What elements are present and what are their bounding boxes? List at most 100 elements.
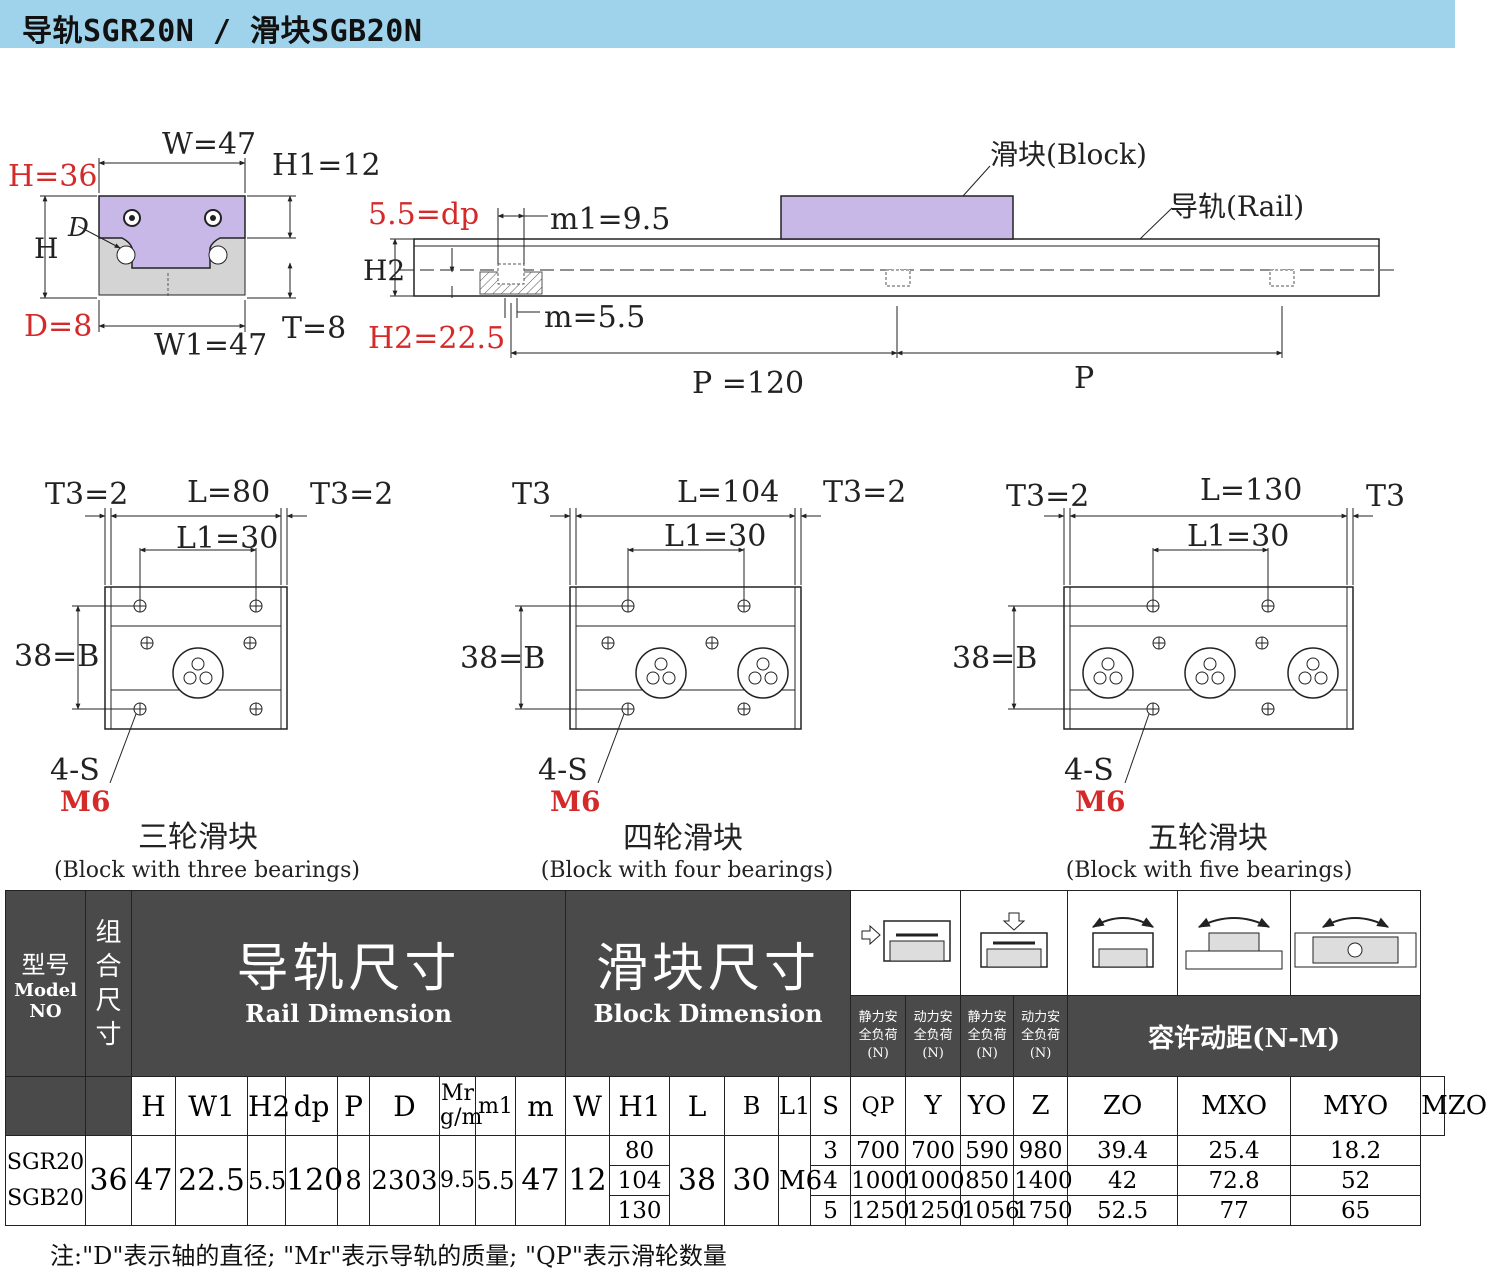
load-label-line: 动力安 — [913, 1010, 953, 1025]
label-H1: H1=12 — [272, 148, 381, 183]
block-dimension-en: Block Dimension — [593, 999, 823, 1028]
moment-icon-my — [1177, 890, 1292, 996]
label-H2: H2=22.5 — [368, 321, 505, 356]
val-H2: 22.5 — [175, 1135, 248, 1226]
col-Mr: Mr g/m — [439, 1076, 482, 1136]
col-YO: YO — [960, 1076, 1015, 1136]
moment-icon-mz — [1290, 890, 1422, 996]
block-name-en: (Block with five bearings) — [1066, 858, 1353, 883]
val-H: 36 — [85, 1135, 132, 1226]
moment-icon-mx — [1067, 890, 1179, 996]
label-S-value: M6 — [550, 785, 600, 818]
col-ZO: ZO — [1067, 1076, 1179, 1136]
label-D: D=8 — [24, 309, 92, 344]
val-D: 8 — [337, 1135, 370, 1226]
load-label-y: 静力安 全负荷 (N) — [850, 995, 907, 1077]
bearing — [1287, 647, 1339, 699]
combo-header-char: 组 — [95, 917, 122, 948]
load-label-line: 全负荷 — [967, 1028, 1007, 1043]
label-T3-right: T3=2 — [823, 475, 906, 510]
label-L1: L1=30 — [1187, 519, 1289, 554]
label-L: L=80 — [187, 475, 270, 510]
col-MYO: MYO — [1290, 1076, 1422, 1136]
val-L1: 30 — [724, 1135, 780, 1226]
block-dimension-header: 滑块尺寸 Block Dimension — [565, 890, 852, 1077]
technical-drawings: H=36 H W=47 H1=12 D D=8 W1=47 T=8 — [8, 127, 1405, 883]
cross-section-view: H=36 H W=47 H1=12 D D=8 W1=47 T=8 — [8, 127, 381, 363]
val-QP: 3 — [810, 1135, 852, 1166]
val-MYO: 77 — [1177, 1195, 1292, 1226]
label-dp-text: 5.5=dp — [368, 197, 479, 232]
val-QP: 5 — [810, 1195, 852, 1226]
val-MYO: 25.4 — [1177, 1135, 1292, 1166]
bearing — [172, 647, 224, 699]
load-label-zo: 动力安 全负荷 (N) — [1013, 995, 1069, 1077]
val-H1: 12 — [565, 1135, 611, 1226]
load-label-z: 静力安 全负荷 (N) — [960, 995, 1015, 1077]
col-Z: Z — [1013, 1076, 1069, 1136]
model-block: SGB20 — [7, 1185, 84, 1211]
label-m: m=5.5 — [544, 300, 645, 335]
label-S-value: M6 — [1075, 785, 1125, 818]
bearing-left — [116, 245, 136, 265]
col-dp: dp — [285, 1076, 338, 1136]
load-label-line: 全负荷 — [1021, 1028, 1061, 1043]
val-Y: 1000 — [850, 1165, 910, 1196]
col-D: D — [369, 1076, 440, 1136]
bearing — [1082, 647, 1134, 699]
label-B: 38=B — [460, 641, 545, 676]
load-label-line: 静力安 — [967, 1010, 1007, 1025]
val-dp: 5.5 — [247, 1135, 286, 1226]
rail-side — [413, 238, 1380, 297]
col-L1: L1 — [778, 1076, 812, 1136]
block-name-en: (Block with three bearings) — [54, 858, 360, 883]
col-m: m — [514, 1076, 567, 1136]
label-W: W=47 — [162, 127, 256, 162]
load-label-yo: 动力安 全负荷 (N) — [905, 995, 962, 1077]
load-label-line: 动力安 — [1021, 1010, 1061, 1025]
col-L: L — [669, 1076, 726, 1136]
label-H-letter: H — [34, 232, 58, 265]
label-T3-left: T3 — [512, 477, 551, 512]
val-S: M6 — [778, 1135, 822, 1226]
val-Z: 1056 — [960, 1195, 1020, 1226]
spec-table: 型号 Model NO 组 合 尺 寸 导轨尺寸 Rail Dimension … — [5, 890, 1487, 1226]
val-Z: 850 — [960, 1165, 1015, 1196]
val-ZO: 1750 — [1013, 1195, 1073, 1226]
col-MXO: MXO — [1177, 1076, 1292, 1136]
label-T3-left: T3=2 — [1006, 479, 1089, 514]
load-label-line: (N) — [976, 1046, 998, 1061]
val-MXO: 39.4 — [1067, 1135, 1179, 1166]
label-H2-letter: H2 — [363, 254, 405, 287]
val-YO: 1250 — [905, 1195, 965, 1226]
bearing — [737, 647, 789, 699]
rail-dimension-cn: 导轨尺寸 — [236, 939, 461, 999]
load-icon-y — [850, 890, 962, 996]
title-bar: 导轨SGR20N / 滑块SGB20N — [0, 0, 1455, 49]
col-QP: QP — [850, 1076, 907, 1136]
block-five-bearings: T3=2 L=130 L1=30 T3 38=B 4-S M6 五轮滑块 (Bl… — [952, 473, 1405, 883]
load-label-line: (N) — [922, 1046, 944, 1061]
col-W: W — [565, 1076, 611, 1136]
label-B: 38=B — [14, 639, 99, 674]
label-B: 38=B — [952, 641, 1037, 676]
block-name-en: (Block with four bearings) — [541, 858, 834, 883]
combo-header-char: 合 — [95, 951, 122, 982]
val-YO: 700 — [905, 1135, 962, 1166]
col-P: P — [337, 1076, 370, 1136]
val-L: 80 — [609, 1135, 671, 1166]
model-rail: SGR20 — [6, 1149, 85, 1175]
load-label-line: 静力安 — [858, 1010, 898, 1025]
label-rail: 导轨(Rail) — [1170, 190, 1304, 223]
load-label-line: (N) — [867, 1046, 889, 1061]
combo-header-char: 尺 — [95, 985, 122, 1016]
val-QP: 4 — [810, 1165, 852, 1196]
col-m1: m1 — [475, 1076, 516, 1136]
moment-header: 容许动距(N-M) — [1067, 995, 1422, 1077]
val-MYO: 72.8 — [1177, 1165, 1292, 1196]
col-B: B — [724, 1076, 780, 1136]
label-D-letter: D — [67, 213, 89, 243]
val-L: 130 — [609, 1195, 671, 1226]
val-Z: 590 — [960, 1135, 1015, 1166]
load-label-line: 全负荷 — [913, 1028, 953, 1043]
